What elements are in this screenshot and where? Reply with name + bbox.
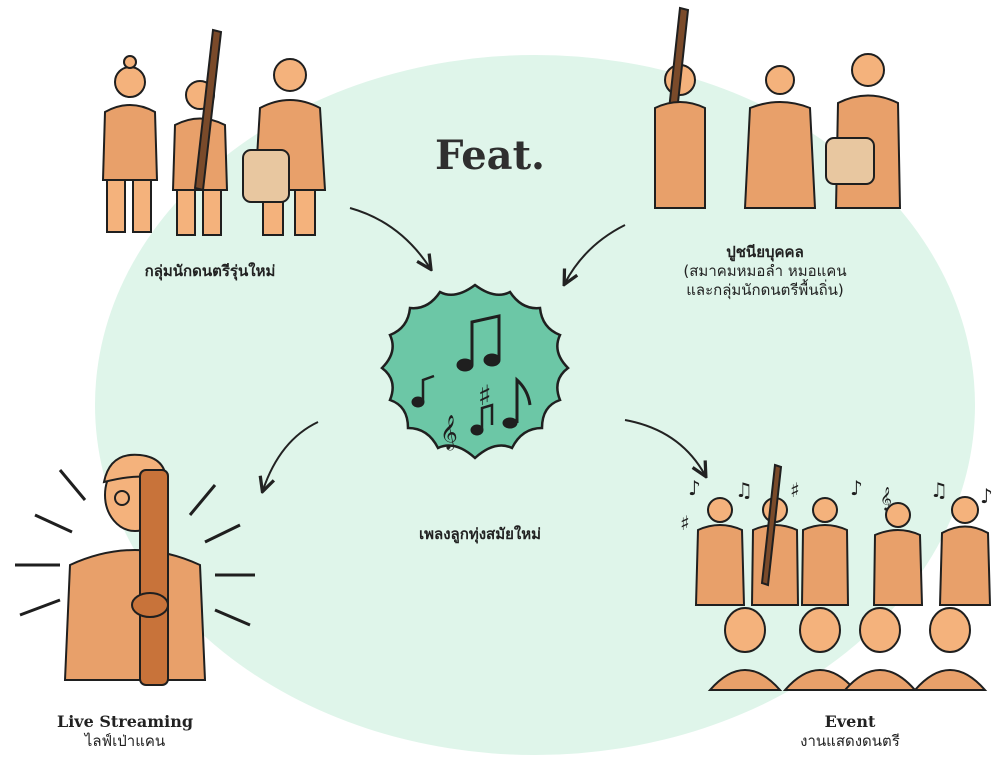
elders-label: ปูชนียบุคคล (สมาคมหมอลำ หมอแคน และกลุ่มน… [683, 243, 847, 299]
musical-notes-icon [411, 314, 532, 436]
new-musicians-label: กลุ่มนักดนตรีรุ่นใหม่ [144, 262, 276, 280]
diagram-title: Feat. [435, 132, 545, 179]
svg-text:♫: ♫ [735, 478, 753, 502]
person-head [114, 66, 146, 98]
khaen-icon [193, 28, 223, 192]
musical-notes-icon: ♪ ♫ ♯ ♪ 𝄞 ♫ ♪ ♯ [680, 476, 993, 535]
center-label: เพลงลูกทุ่งสมัยใหม่ [419, 525, 541, 543]
sharp-icon: ♯ [478, 379, 492, 412]
svg-text:♯: ♯ [790, 478, 800, 502]
svg-text:♯: ♯ [680, 511, 690, 535]
center-badge: ♯ 𝄞 [380, 283, 570, 460]
elders-illustration [654, 6, 902, 209]
event-label: Event งานแสดงดนตรี [800, 712, 900, 750]
live-streaming-label: Live Streaming ไลฟ์เป่าแคน [56, 712, 194, 750]
arrow-icon [565, 224, 626, 283]
svg-text:♫: ♫ [930, 478, 948, 502]
svg-text:♪: ♪ [980, 484, 993, 508]
treble-clef-icon: 𝄞 [440, 415, 458, 451]
svg-text:♪: ♪ [688, 476, 701, 500]
drum-icon [242, 149, 290, 203]
new-musicians-illustration [101, 28, 327, 236]
live-streaming-illustration [15, 453, 255, 686]
arrow-icon [263, 421, 319, 490]
svg-text:𝄞: 𝄞 [880, 486, 892, 511]
arrow-icon [624, 419, 705, 475]
event-illustration: ♪ ♫ ♯ ♪ 𝄞 ♫ ♪ ♯ [680, 463, 993, 691]
arrow-icon [349, 207, 430, 268]
svg-text:♪: ♪ [850, 476, 863, 500]
drum-icon [825, 137, 875, 185]
khaen-icon [139, 469, 169, 686]
